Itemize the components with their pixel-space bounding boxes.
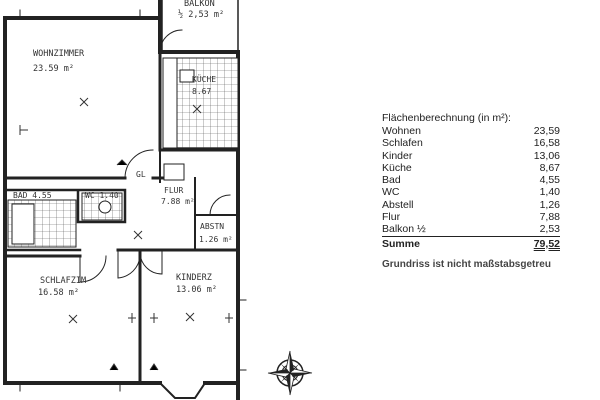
- bedroom-label: SCHLAFZIM: [40, 276, 86, 286]
- area-row-label: Küche: [382, 161, 412, 174]
- scale-disclaimer: Grundriss ist nicht maßstabsgetreu: [382, 259, 551, 270]
- wc-label: WC 1.40: [85, 191, 119, 200]
- socket-mark: [128, 313, 136, 323]
- kitchen-label: KÜCHE: [192, 74, 216, 84]
- area-table-row: Bad 4,55: [382, 174, 560, 186]
- ceiling-light-mark: [68, 314, 78, 324]
- interior-wall: [3, 188, 127, 252]
- area-row-label: Abstell: [382, 198, 414, 211]
- bath-label: BAD 4.55: [13, 191, 52, 200]
- hallway-area: 7.88 m²: [161, 197, 195, 206]
- area-row-label: WC: [382, 186, 400, 199]
- area-table-title: Flächenberechnung (in m²):: [382, 112, 511, 124]
- interior-wall: [194, 177, 239, 251]
- ceiling-light-mark: [133, 230, 143, 240]
- socket-mark: [116, 159, 128, 166]
- window-mark: [19, 9, 141, 392]
- socket-mark: [149, 363, 159, 371]
- kitchen-area: 8.67: [192, 87, 211, 96]
- area-row-value: 13,06: [533, 149, 560, 162]
- ceiling-light-mark: [185, 312, 195, 322]
- door-swing: [209, 194, 231, 216]
- area-row-value: 8,67: [539, 161, 560, 174]
- ceiling-light-mark: [192, 104, 202, 114]
- area-row-value: 2,53: [539, 223, 560, 236]
- door-swing: [79, 255, 107, 283]
- balcony-label: BALKON: [184, 0, 215, 9]
- area-row-value: 16,58: [533, 137, 560, 150]
- living-room-label: WOHNZIMMER: [33, 49, 85, 59]
- area-row-label: Schlafen: [382, 137, 423, 150]
- exterior-wall: [3, 0, 240, 400]
- area-table-row: Abstell 1,26: [382, 199, 560, 211]
- area-table-row: WC 1,40: [382, 186, 560, 198]
- socket-mark: [19, 125, 28, 135]
- area-row-value: 1,40: [539, 186, 560, 199]
- kitchen-counter: [162, 57, 178, 149]
- area-row-label: Bad: [382, 174, 401, 187]
- socket-mark: [150, 313, 158, 323]
- area-row-label: Wohnen: [382, 125, 421, 137]
- area-row-value: 7,88: [539, 211, 560, 224]
- area-table-row: Balkon ½ 2,53: [382, 223, 560, 237]
- area-table-row: Schlafen 16,58: [382, 137, 560, 149]
- exterior-wall-left: [3, 16, 162, 385]
- interior-wall: [3, 248, 240, 258]
- wardrobe-label: GL: [136, 170, 146, 179]
- area-table-total-row: Summe 79,52: [382, 237, 560, 251]
- area-row-label: Balkon ½: [382, 223, 426, 236]
- socket-mark: [109, 363, 119, 371]
- door-swing: [159, 29, 183, 53]
- toilet: [98, 200, 112, 214]
- hallway-label: FLUR: [164, 186, 183, 195]
- bay-window: [158, 381, 207, 399]
- storage-area: 1.26 m²: [199, 235, 233, 244]
- kitchen-tiles: [167, 57, 239, 149]
- door-swing: [124, 149, 154, 179]
- area-row-label: Flur: [382, 211, 401, 224]
- area-total-value: 79,52: [533, 237, 560, 250]
- storage-label: ABSTN: [200, 222, 224, 231]
- area-row-label: Kinder: [382, 149, 413, 162]
- living-room-area: 23.59 m²: [33, 64, 74, 74]
- door-swing: [139, 251, 163, 275]
- area-table-row: Wohnen 23,59: [382, 125, 560, 137]
- childrens-room-area: 13.06 m²: [176, 285, 217, 295]
- area-row-value: 23,59: [533, 125, 560, 137]
- ceiling-light-mark: [79, 97, 89, 107]
- area-row-value: 1,26: [539, 198, 560, 211]
- socket-mark: [225, 313, 233, 323]
- area-total-label: Summe: [382, 237, 420, 250]
- compass-rose-icon: [267, 350, 313, 396]
- bathtub: [11, 203, 35, 245]
- window-mark: [237, 299, 247, 371]
- bedroom-area: 16.58 m²: [38, 288, 79, 298]
- area-row-value: 4,55: [539, 174, 560, 187]
- door-swing: [117, 251, 141, 279]
- area-table-row: Flur 7,88: [382, 211, 560, 223]
- stove: [163, 163, 185, 181]
- area-table-row: Kinder 13,06: [382, 150, 560, 162]
- area-table-row: Küche 8,67: [382, 162, 560, 174]
- wash-basin: [179, 69, 195, 83]
- balcony-area: ½ 2,53 m²: [178, 9, 224, 20]
- childrens-room-label: KINDERZ: [176, 273, 212, 283]
